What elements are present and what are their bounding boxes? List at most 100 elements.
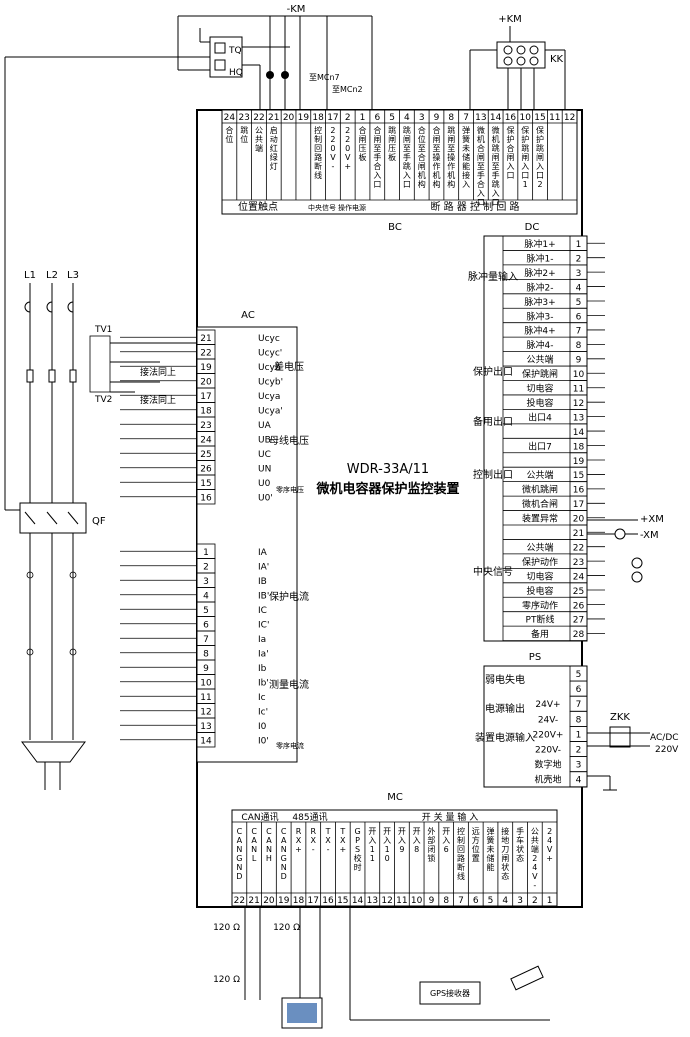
- svg-text:T: T: [325, 827, 331, 836]
- bc-terminal-num: 15: [534, 113, 545, 123]
- svg-text:6: 6: [444, 845, 449, 854]
- svg-text:地: 地: [501, 835, 509, 845]
- svg-text:跳: 跳: [447, 125, 455, 135]
- mc-terminal-num: 8: [443, 896, 449, 906]
- bc-title: BC: [388, 222, 402, 233]
- ac-terminal-label: UB: [258, 436, 271, 446]
- svg-text:-: -: [312, 845, 315, 854]
- svg-text:1: 1: [370, 854, 375, 863]
- svg-text:回: 回: [457, 845, 465, 854]
- dc-terminal-num: 14: [573, 428, 585, 438]
- svg-text:弹: 弹: [462, 125, 470, 135]
- ac-terminal-num: 12: [200, 708, 211, 718]
- ac-terminal-label: IA: [258, 548, 268, 558]
- svg-text:绿: 绿: [270, 153, 278, 162]
- ac-title: AC: [241, 310, 255, 321]
- dc-terminal-label: 出口7: [528, 440, 552, 452]
- mc-terminal-label: TX+: [339, 827, 346, 854]
- bc-label-gonggong: 公共端: [255, 126, 263, 153]
- svg-text:X: X: [340, 836, 346, 845]
- mc-terminal-num: 18: [293, 896, 305, 906]
- svg-text:保: 保: [536, 125, 544, 135]
- device-model: WDR-33A/11: [347, 462, 429, 477]
- ps-terminal-num: 8: [576, 715, 582, 725]
- dc-terminal-num: 8: [576, 341, 582, 351]
- svg-text:至: 至: [373, 144, 381, 153]
- ac-group-baohu: 保护电流: [269, 590, 309, 603]
- svg-text:4: 4: [547, 836, 552, 845]
- bc-label-hewei: 合位: [225, 125, 233, 144]
- dc-terminal-num: 20: [573, 515, 585, 525]
- mc-terminal-num: 20: [263, 896, 275, 906]
- bc-terminal-num: 23: [238, 113, 249, 123]
- mc-terminal-num: 22: [234, 896, 245, 906]
- svg-text:闸: 闸: [447, 135, 455, 144]
- svg-text:外: 外: [427, 826, 435, 836]
- l2-label: L2: [46, 270, 58, 281]
- svg-text:制: 制: [314, 134, 322, 144]
- dc-terminal-num: 5: [576, 298, 582, 308]
- voltage-transformers: TV1 TV2 接法同上 接法同上: [89, 325, 197, 406]
- dc-terminal-num: 25: [573, 587, 584, 597]
- svg-text:闸: 闸: [359, 135, 367, 144]
- dc-terminal-label: 装置异常: [522, 513, 558, 525]
- mc-block: MC CAN通讯 485通讯 开 关 量 输 入 22CANGND21CANL2…: [231, 792, 558, 907]
- ac-terminal-num: 20: [200, 378, 212, 388]
- bc-terminal-num: 21: [268, 113, 279, 123]
- svg-text:N: N: [281, 863, 287, 872]
- svg-text:压: 压: [359, 144, 367, 153]
- svg-text:态: 态: [516, 853, 524, 863]
- zkk-label: ZKK: [610, 712, 630, 723]
- dc-terminal-label: 脉冲4-: [527, 339, 554, 351]
- svg-text:口: 口: [506, 171, 514, 180]
- svg-text:合: 合: [359, 125, 367, 135]
- svg-text:闸: 闸: [501, 854, 509, 863]
- svg-text:至: 至: [432, 144, 440, 153]
- bc-terminal-num: 5: [389, 113, 395, 123]
- tv2-label: TV2: [94, 395, 112, 405]
- svg-text:合: 合: [225, 125, 233, 135]
- ac-terminal-label: Ucyb: [258, 363, 281, 373]
- ac-terminal-label: Ucyb': [258, 378, 283, 388]
- kk-label: KK: [550, 54, 564, 65]
- bc-terminal-num: 13: [475, 113, 486, 123]
- svg-text:构: 构: [447, 179, 455, 189]
- dc-terminal-label: 脉冲4+: [524, 325, 555, 337]
- svg-text:动: 动: [270, 134, 278, 144]
- svg-text:操: 操: [432, 152, 440, 162]
- svg-text:开: 开: [368, 827, 376, 836]
- mc-terminal-num: 17: [308, 896, 319, 906]
- svg-text:合: 合: [373, 161, 381, 171]
- minus-km-label: -KM: [287, 4, 306, 15]
- dc-terminal-label: 切电容: [526, 383, 553, 395]
- ac-terminal-label: Ucyc: [258, 334, 280, 344]
- ps-terminal-num: 3: [576, 761, 582, 771]
- dc-group-zhongyang: 中央信号: [473, 565, 513, 578]
- mc-terminal-num: 6: [473, 896, 479, 906]
- svg-text:+: +: [295, 845, 302, 854]
- svg-text:X: X: [325, 836, 331, 845]
- svg-text:合: 合: [506, 143, 514, 153]
- ps-group-ruodian: 弱电失电: [485, 673, 525, 686]
- ac-terminal-num: 23: [200, 421, 211, 431]
- svg-text:N: N: [251, 845, 257, 854]
- tq-label: TQ: [228, 46, 242, 56]
- ac-terminal-num: 2: [203, 563, 209, 573]
- svg-text:时: 时: [354, 862, 362, 872]
- svg-text:至: 至: [492, 162, 500, 171]
- svg-text:跳: 跳: [492, 179, 500, 189]
- svg-text:能: 能: [462, 161, 470, 171]
- svg-text:-: -: [327, 845, 330, 854]
- bc-terminal-num: 3: [419, 113, 425, 123]
- dc-terminal-num: 18: [573, 442, 585, 452]
- ac-group-cha: 差电压: [274, 360, 304, 373]
- qf-breaker: [19, 502, 87, 534]
- dc-terminal-label: 脉冲2+: [524, 267, 555, 279]
- svg-text:入: 入: [536, 162, 544, 171]
